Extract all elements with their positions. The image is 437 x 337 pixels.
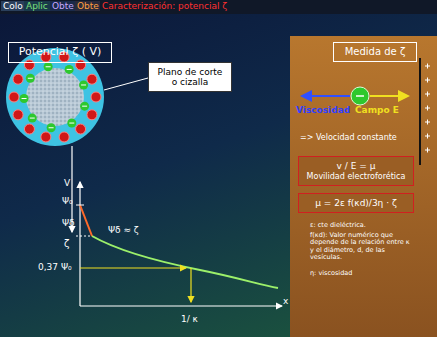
callout-box: Plano de corte o cizalla bbox=[148, 62, 232, 92]
tab: Aplic bbox=[24, 1, 50, 11]
potential-graph bbox=[76, 182, 282, 306]
section-box: Medida de ζ bbox=[333, 42, 417, 62]
anion bbox=[79, 80, 88, 89]
value-label: Ψδ bbox=[62, 218, 75, 228]
force-label: Viscosidad bbox=[296, 105, 350, 115]
note: ε: cte dieléctrica. bbox=[310, 222, 366, 229]
cation bbox=[13, 74, 23, 84]
note: => Velocidad constante bbox=[300, 133, 397, 142]
cation bbox=[24, 60, 34, 70]
electrode bbox=[419, 58, 421, 165]
node-text: Potencial ζ ( V) bbox=[19, 46, 102, 59]
anion bbox=[28, 114, 37, 123]
right-panel bbox=[290, 36, 437, 337]
value-label: 0,37 Ψ₀ bbox=[38, 262, 72, 272]
cation bbox=[24, 124, 34, 134]
node-text: v / E = μ bbox=[337, 161, 376, 171]
value-label: Ψ₀ bbox=[62, 196, 73, 206]
axis-label: x bbox=[283, 296, 288, 306]
anion bbox=[44, 62, 53, 71]
cation bbox=[91, 92, 101, 102]
electrophoresis-sketch bbox=[302, 87, 408, 105]
anion bbox=[20, 94, 29, 103]
note: η: viscosidad bbox=[310, 270, 352, 277]
slide-heading: Caracterización: potencial ζ bbox=[100, 1, 229, 11]
node-text: Movilidad electroforética bbox=[307, 172, 406, 181]
note: f(κd): Valor numérico que depende de la … bbox=[310, 232, 414, 262]
cation bbox=[76, 60, 86, 70]
cation bbox=[9, 92, 19, 102]
cation bbox=[59, 132, 69, 142]
value-label: ζ bbox=[64, 238, 69, 250]
anion bbox=[26, 74, 35, 83]
anion bbox=[47, 123, 56, 132]
tab: Obte bbox=[75, 1, 101, 11]
title-box: Potencial ζ ( V) bbox=[8, 42, 112, 63]
cation bbox=[87, 110, 97, 120]
anion bbox=[80, 102, 89, 111]
anion bbox=[65, 65, 74, 74]
node-text: μ = 2ε f(κd)/3η · ζ bbox=[315, 198, 397, 208]
axis-label: V bbox=[64, 178, 70, 188]
formula-box: μ = 2ε f(κd)/3η · ζ bbox=[298, 193, 414, 213]
cation bbox=[87, 74, 97, 84]
cation bbox=[13, 110, 23, 120]
axis-tick-label: 1/ κ bbox=[181, 314, 198, 324]
cation bbox=[41, 132, 51, 142]
tab: Colo bbox=[1, 1, 25, 11]
formula-box: v / E = μMovilidad electroforética bbox=[298, 156, 414, 186]
node-text: Plano de corte o cizalla bbox=[154, 67, 226, 88]
leader-line bbox=[104, 78, 148, 90]
tab: Obte bbox=[50, 1, 76, 11]
node-text: Medida de ζ bbox=[345, 46, 406, 58]
force-label: Campo E bbox=[355, 105, 399, 115]
cation bbox=[76, 124, 86, 134]
note: Ψδ ≈ ζ bbox=[108, 225, 139, 235]
plus-signs bbox=[425, 64, 430, 153]
anion bbox=[67, 119, 76, 128]
tab-bar bbox=[0, 0, 437, 14]
